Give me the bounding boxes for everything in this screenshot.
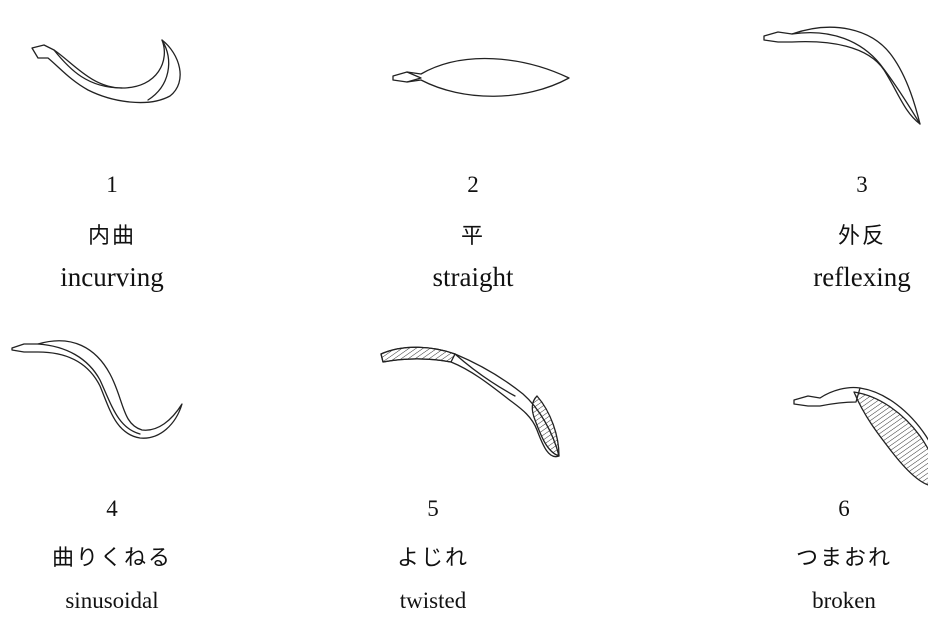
item-number: 4 xyxy=(106,496,118,521)
item-english-label: twisted xyxy=(399,588,467,613)
incurving-petal-illustration xyxy=(31,39,181,104)
item-english-label: reflexing xyxy=(813,262,911,292)
item-number: 6 xyxy=(838,496,850,521)
item-number: 2 xyxy=(467,172,479,197)
item-english-label: incurving xyxy=(60,262,164,292)
straight-petal-illustration xyxy=(392,57,570,97)
sinusoidal-petal-illustration xyxy=(11,340,183,439)
item-japanese-label: 曲りくねる xyxy=(51,546,172,571)
item-japanese-label: 外反 xyxy=(837,224,886,249)
reflexing-petal-illustration xyxy=(763,26,921,125)
item-number: 5 xyxy=(427,496,439,521)
item-japanese-label: 内曲 xyxy=(87,224,136,249)
item-japanese-label: つまおれ xyxy=(795,546,892,571)
item-japanese-label: よじれ xyxy=(396,546,469,571)
broken-petal-illustration xyxy=(793,386,928,486)
item-japanese-label: 平 xyxy=(460,224,485,249)
item-english-label: straight xyxy=(432,262,514,292)
item-number: 3 xyxy=(856,172,868,197)
item-number: 1 xyxy=(106,172,118,197)
item-english-label: sinusoidal xyxy=(65,588,159,613)
twisted-petal-illustration xyxy=(380,346,560,458)
item-english-label: broken xyxy=(812,588,876,613)
